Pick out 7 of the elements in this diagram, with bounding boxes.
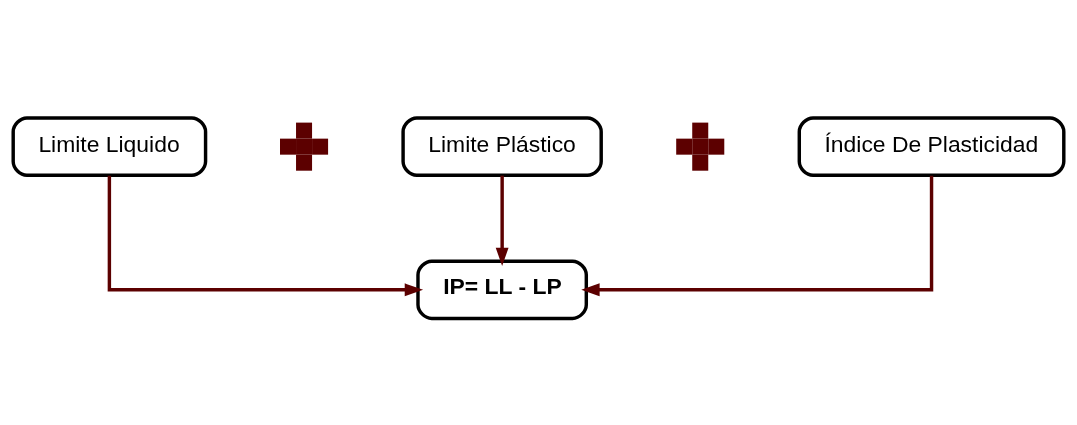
node-box: Limite Plástico xyxy=(401,116,603,177)
arrow xyxy=(581,175,934,297)
node-box: Índice De Plasticidad xyxy=(797,116,1066,177)
arrow xyxy=(107,175,424,297)
arrow xyxy=(495,175,509,267)
node-box: IP= LL - LP xyxy=(416,259,589,321)
node-box: Limite Liquido xyxy=(11,116,208,177)
